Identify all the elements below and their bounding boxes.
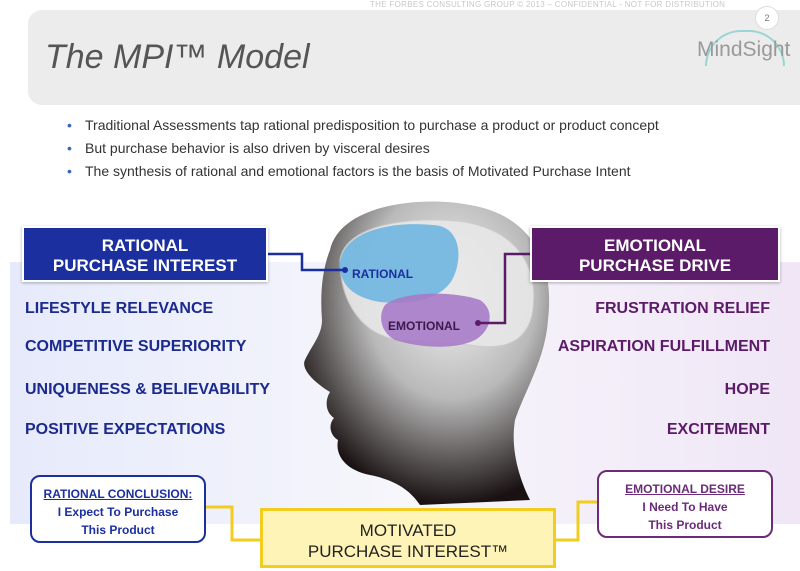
emotional-item: HOPE <box>724 381 770 398</box>
rational-box-line1: RATIONAL <box>101 236 189 255</box>
rational-item: COMPETITIVE SUPERIORITY <box>25 338 247 355</box>
rational-brain-label: RATIONAL <box>352 267 413 281</box>
emotional-desire-line1: I Need To Have <box>642 500 728 514</box>
bullet-item: But purchase behavior is also driven by … <box>65 139 659 162</box>
rational-conclusion-line2: This Product <box>81 523 155 537</box>
rational-box-line2: PURCHASE INTEREST <box>52 256 238 275</box>
rational-brain-region <box>339 224 459 303</box>
motivated-line1: MOTIVATED <box>359 521 457 540</box>
motivated-line2: PURCHASE INTEREST™ <box>307 542 509 561</box>
rational-item: POSITIVE EXPECTATIONS <box>25 421 226 438</box>
right-yellow-connector <box>556 500 597 542</box>
emotional-desire-heading: EMOTIONAL DESIRE <box>625 482 745 496</box>
motivated-purchase-interest-box: MOTIVATED PURCHASE INTEREST™ <box>260 508 556 568</box>
page-title: The MPI™ Model <box>45 38 310 76</box>
emotional-brain-region <box>381 293 490 347</box>
rational-connector <box>268 252 345 272</box>
rational-purchase-interest-box: RATIONAL PURCHASE INTEREST <box>22 226 268 282</box>
emotional-item: ASPIRATION FULFILLMENT <box>557 338 770 355</box>
confidential-notice: THE FORBES CONSULTING GROUP © 2013 – CON… <box>370 0 726 9</box>
rational-conclusion-box: RATIONAL CONCLUSION: I Expect To Purchas… <box>30 475 206 543</box>
bullet-item: Traditional Assessments tap rational pre… <box>65 116 659 139</box>
emotional-desire-box: EMOTIONAL DESIRE I Need To Have This Pro… <box>597 470 773 538</box>
emotional-box-line2: PURCHASE DRIVE <box>578 256 732 275</box>
rational-conclusion-heading: RATIONAL CONCLUSION: <box>43 487 193 501</box>
emotional-brain-label: EMOTIONAL <box>388 319 460 333</box>
rational-item: LIFESTYLE RELEVANCE <box>25 300 214 317</box>
emotional-box-line1: EMOTIONAL <box>604 236 706 255</box>
rational-item: UNIQUENESS & BELIEVABILITY <box>25 381 271 398</box>
emotional-purchase-drive-box: EMOTIONAL PURCHASE DRIVE <box>530 226 780 282</box>
left-yellow-connector <box>206 505 260 542</box>
page-number: 2 <box>755 6 779 30</box>
emotional-connector <box>478 252 530 325</box>
emotional-item: FRUSTRATION RELIEF <box>595 300 770 317</box>
bullet-list: Traditional Assessments tap rational pre… <box>65 116 659 185</box>
title-bar <box>28 10 800 105</box>
rational-conclusion-line1: I Expect To Purchase <box>57 505 179 519</box>
emotional-desire-line2: This Product <box>648 518 722 532</box>
mindsight-logo: MindSight <box>697 38 791 61</box>
emotional-item: EXCITEMENT <box>666 421 770 438</box>
bullet-item: The synthesis of rational and emotional … <box>65 162 659 185</box>
